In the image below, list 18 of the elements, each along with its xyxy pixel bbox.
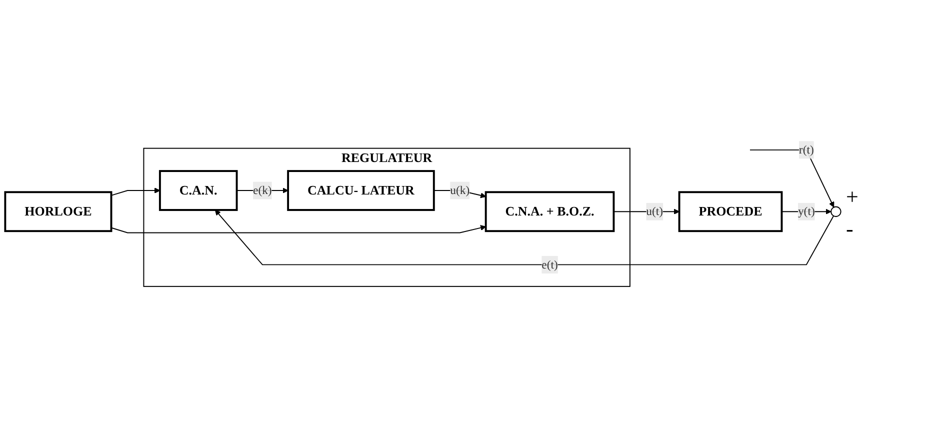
node-circle — [830, 206, 842, 217]
node-box: PROCEDE — [678, 190, 783, 232]
node-box: CALCU- LATEUR — [287, 170, 435, 211]
edge-label: e(k) — [253, 183, 272, 196]
edge-label: r(t) — [798, 142, 814, 156]
node-box: C.A.N. — [158, 170, 238, 211]
edge-label: u(t) — [646, 204, 664, 218]
sign-label: - — [846, 216, 854, 242]
arrow — [110, 224, 486, 233]
node-box: HORLOGE — [4, 190, 112, 232]
arrow — [750, 149, 834, 208]
arrow — [110, 187, 160, 196]
arrow — [613, 208, 680, 214]
edge-label: u(k) — [450, 183, 470, 196]
node-box: C.N.A. + B.O.Z. — [484, 190, 615, 232]
edge-label: e(t) — [542, 258, 558, 271]
sign-label: + — [846, 184, 860, 210]
edge-label: y(t) — [798, 204, 815, 218]
